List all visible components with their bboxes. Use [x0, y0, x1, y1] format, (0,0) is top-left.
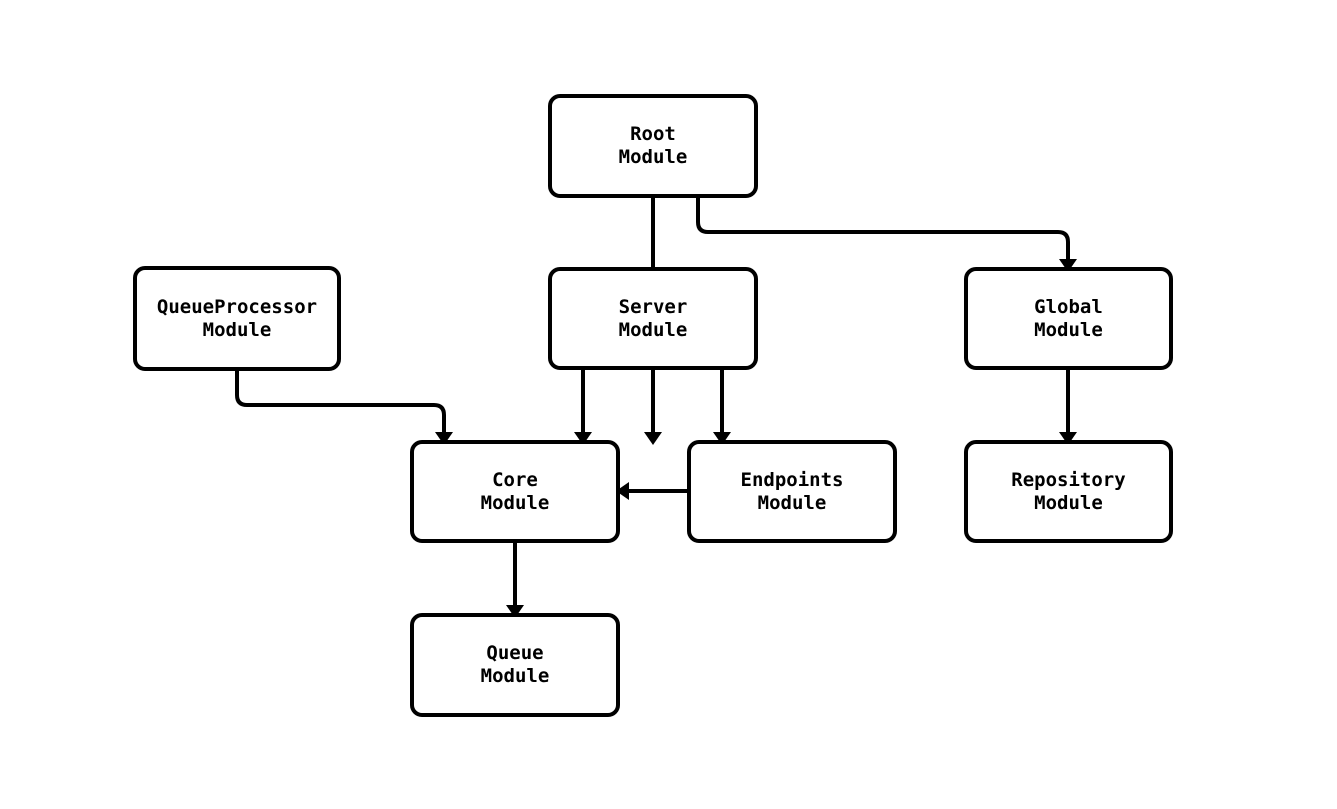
node-core-module[interactable]: Core Module	[410, 440, 620, 543]
arrowhead-endpoints-to-core	[616, 482, 629, 500]
edge-root-to-global	[696, 198, 1070, 259]
arrowhead-server-to-core	[574, 432, 592, 445]
node-repository-module[interactable]: Repository Module	[964, 440, 1173, 543]
node-label-line1: Core	[492, 468, 538, 491]
node-label-line1: Global	[1034, 295, 1103, 318]
arrowhead-root-to-global	[1059, 259, 1077, 272]
node-global-module[interactable]: Global Module	[964, 267, 1173, 370]
node-queue-module[interactable]: Queue Module	[410, 613, 620, 717]
arrowhead-root-to-server	[644, 432, 662, 445]
node-endpoints-module[interactable]: Endpoints Module	[687, 440, 897, 543]
node-label-line2: Module	[1034, 491, 1103, 514]
node-label-line1: QueueProcessor	[156, 295, 318, 318]
node-label-line1: Endpoints	[740, 468, 844, 491]
arrowhead-global-to-repository	[1059, 432, 1077, 445]
node-label-line1: Queue	[486, 642, 544, 664]
node-label-line1: Server	[618, 295, 688, 318]
node-label-line2: Module	[480, 665, 550, 687]
node-label-line1: Repository	[1011, 468, 1126, 491]
node-label-line2: Module	[202, 318, 272, 341]
node-label-line2: Module	[480, 491, 550, 514]
node-label-line1: Root	[630, 123, 676, 145]
arrowhead-core-to-queue	[506, 605, 524, 618]
node-queueprocessor-module[interactable]: QueueProcessor Module	[133, 266, 341, 371]
node-label-line2: Module	[1034, 318, 1103, 341]
edge-queueprocessor-to-core	[235, 371, 446, 432]
node-server-module[interactable]: Server Module	[548, 267, 758, 370]
node-label-line2: Module	[618, 318, 688, 341]
arrowhead-queueprocessor-to-core	[435, 432, 453, 445]
node-root-module[interactable]: Root Module	[548, 94, 758, 198]
arrowhead-server-to-endpoints	[713, 432, 731, 445]
node-label-line2: Module	[757, 491, 827, 514]
node-label-line2: Module	[618, 146, 688, 168]
